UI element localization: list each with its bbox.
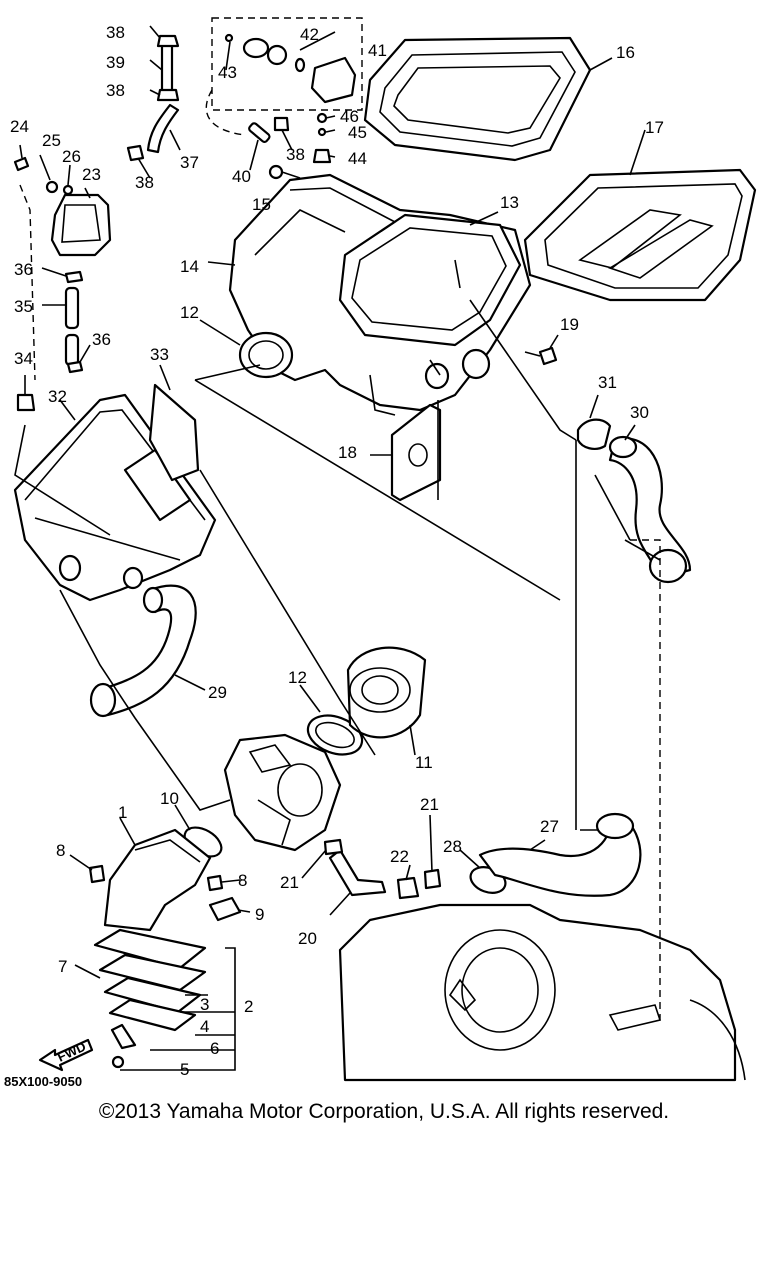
clip-36a [64,270,84,284]
label-41: 41 [368,41,387,60]
label-21a: 21 [280,873,299,892]
duct-30 [608,437,692,580]
label-8a: 8 [56,841,65,860]
carburetor [223,733,342,852]
label-15: 15 [252,195,271,214]
plate-33 [148,383,200,482]
label-10: 10 [160,789,179,808]
copyright-footer: ©2013 Yamaha Motor Corporation, U.S.A. A… [98,1100,670,1123]
label-8b: 8 [238,871,247,890]
label-27: 27 [540,817,559,836]
reed-stack-2-7 [93,928,207,1069]
leader-lines [14,25,661,1071]
label-21b: 21 [420,795,439,814]
label-2: 2 [244,997,253,1016]
label-29: 29 [208,683,227,702]
hose-20 [328,848,387,897]
label-36b: 36 [92,330,111,349]
part-number-labels: 1 2 3 4 5 6 7 8 8 9 10 11 12 12 13 14 15… [4,23,664,1089]
label-33: 33 [150,345,169,364]
label-4: 4 [200,1017,209,1036]
hose-29 [96,584,197,717]
label-38c: 38 [135,173,154,192]
label-16: 16 [616,43,635,62]
label-18: 18 [338,443,357,462]
pipe-35b [64,333,80,367]
pipe-39 [160,38,174,97]
label-3: 3 [200,995,209,1014]
engine-case [338,903,746,1082]
label-38a: 38 [106,23,125,42]
hose-37 [146,103,180,154]
clamp-31 [576,418,612,450]
label-11: 11 [415,753,433,772]
clip-9 [208,896,242,922]
label-39: 39 [106,53,125,72]
label-45: 45 [348,123,367,142]
label-36a: 36 [14,260,33,279]
label-34: 34 [14,349,33,368]
filter-lid-17 [523,168,757,302]
clip-21a [323,838,344,856]
exploded-parts-diagram: FWD [4,17,757,1089]
label-7: 7 [58,957,67,976]
label-12b: 12 [288,668,307,687]
label-43: 43 [218,63,237,82]
label-20: 20 [298,929,317,948]
label-31: 31 [598,373,617,392]
label-26: 26 [62,147,81,166]
clip-36b [66,360,84,374]
fwd-arrow-icon: FWD [38,1039,94,1072]
pipe-35 [64,286,80,330]
pipe-40 [248,122,271,144]
label-30: 30 [630,403,649,422]
label-40: 40 [232,167,251,186]
valve-parts [224,33,357,164]
clamp-12 [306,714,364,756]
clip-38a [156,34,180,48]
air-box-case-13-14 [228,173,532,416]
manifold-1 [103,828,212,932]
label-12a: 12 [180,303,199,322]
label-25: 25 [42,131,61,150]
label-38d: 38 [286,145,305,164]
label-6: 6 [210,1039,219,1058]
valve-assembly-box-41 [211,17,363,111]
label-42: 42 [300,25,319,44]
label-28: 28 [443,837,462,856]
label-1: 1 [118,803,127,822]
label-37: 37 [180,153,199,172]
filter-frame-16 [363,36,592,162]
air-box-32 [13,393,217,602]
bolt-8a [88,864,106,884]
label-38b: 38 [106,81,125,100]
label-46: 46 [340,107,359,126]
clip-38b [156,88,180,102]
label-35: 35 [14,297,33,316]
label-44: 44 [348,149,367,168]
label-13: 13 [500,193,519,212]
label-14: 14 [180,257,199,276]
bolt-15 [268,164,301,180]
joint-11 [346,646,427,739]
bolt-34 [16,393,36,412]
clip-21b [423,868,442,890]
label-24: 24 [10,117,29,136]
label-5: 5 [180,1060,189,1079]
diagram-code: 85X100-9050 [4,1074,82,1089]
bolt-19 [524,346,558,366]
label-23: 23 [82,165,101,184]
label-9: 9 [255,905,264,924]
label-32: 32 [48,387,67,406]
label-22: 22 [390,847,409,866]
bolt-8b [206,874,224,892]
clip-38c [126,144,145,162]
plate-18 [390,403,442,502]
label-19: 19 [560,315,579,334]
reed-valve-23 [13,156,112,257]
clip-38d [273,116,290,132]
grommet-22 [396,876,420,900]
label-17: 17 [645,118,664,137]
reference-dashed-line [630,539,661,1020]
